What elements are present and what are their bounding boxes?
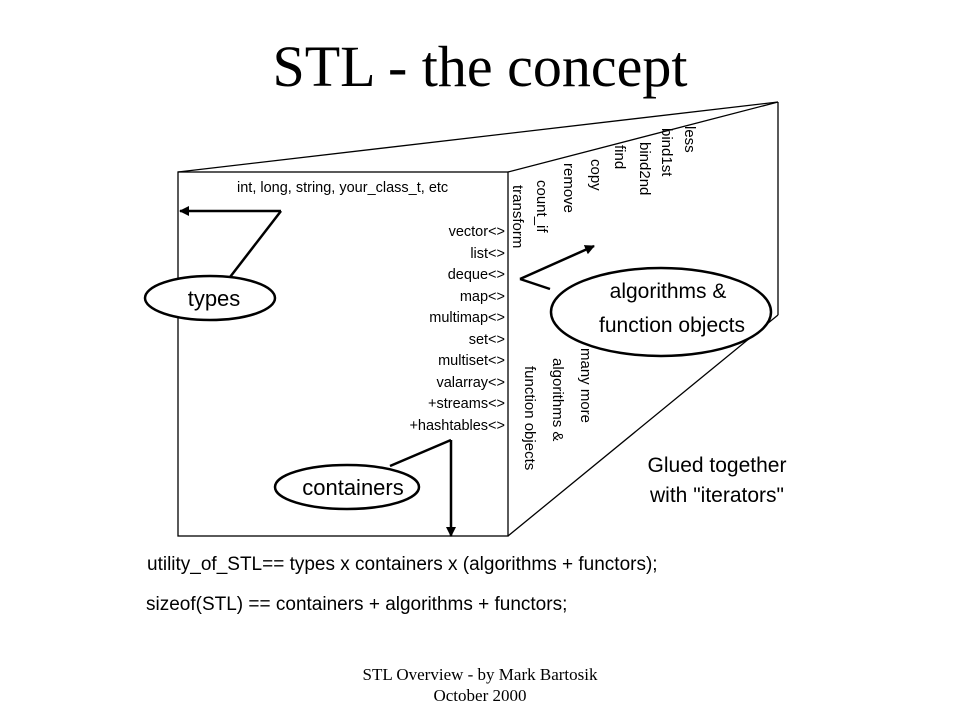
more-algorithms-note: many more algorithms & function objects	[521, 348, 594, 470]
container-item: deque<>	[448, 267, 505, 283]
algorithms-bubble-line1: algorithms &	[610, 280, 727, 303]
glue-note-line: Glued together	[648, 454, 787, 477]
algorithms-bubble	[549, 266, 773, 358]
footer-author: STL Overview - by Mark Bartosik	[363, 665, 598, 684]
algorithms-bubble-line2: function objects	[599, 314, 745, 337]
algorithm-item: bind2nd	[636, 142, 653, 195]
more-line: algorithms &	[549, 358, 566, 441]
algorithms-callout: algorithms & function objects	[519, 244, 773, 358]
algorithm-item: find	[611, 145, 628, 169]
page-title: STL - the concept	[273, 34, 688, 99]
containers-callout: containers	[273, 438, 456, 537]
algorithm-item: less	[681, 126, 698, 153]
cube-edge-right-top	[507, 101, 779, 173]
algorithm-item: count_if	[533, 180, 550, 233]
more-line: function objects	[521, 366, 538, 470]
types-bubble	[143, 274, 277, 322]
container-item: map<>	[460, 289, 505, 305]
types-pointer-line	[226, 210, 282, 282]
types-row: int, long, string, your_class_t, etc	[237, 180, 448, 196]
container-item: list<>	[470, 246, 505, 262]
container-item: +streams<>	[428, 396, 505, 412]
container-item: set<>	[469, 332, 505, 348]
containers-bubble	[273, 463, 421, 511]
cube-edge-bottom	[507, 314, 779, 537]
cube-edge-top	[177, 101, 779, 173]
more-line: many more	[577, 348, 594, 423]
cube-front-face	[177, 171, 509, 537]
types-bubble-label: types	[188, 286, 241, 311]
algorithms-arrow-line	[519, 244, 595, 281]
types-callout: types	[143, 206, 282, 322]
algorithm-item: transform	[509, 185, 526, 248]
stl-cube	[177, 101, 779, 537]
container-item: +hashtables<>	[409, 418, 505, 434]
glue-note: Glued together with "iterators"	[648, 454, 787, 507]
containers-list: vector<> list<> deque<> map<> multimap<>…	[409, 224, 505, 434]
container-item: vector<>	[449, 224, 505, 240]
containers-pointer-line	[389, 438, 452, 468]
container-item: multiset<>	[438, 353, 505, 369]
algorithm-item: remove	[560, 163, 577, 213]
formula-utility: utility_of_STL== types x containers x (a…	[147, 554, 658, 575]
algorithms-pointer-line	[519, 277, 551, 291]
glue-note-line: with "iterators"	[649, 484, 784, 507]
formula-sizeof: sizeof(STL) == containers + algorithms +…	[146, 594, 567, 615]
container-item: valarray<>	[436, 375, 505, 391]
footer-date: October 2000	[433, 686, 526, 705]
algorithm-item: copy	[587, 159, 604, 191]
containers-bubble-label: containers	[302, 475, 404, 500]
algorithm-item: bind1st	[658, 128, 675, 177]
algorithms-list: transform count_if remove copy find bind…	[509, 126, 698, 248]
container-item: multimap<>	[429, 310, 505, 326]
